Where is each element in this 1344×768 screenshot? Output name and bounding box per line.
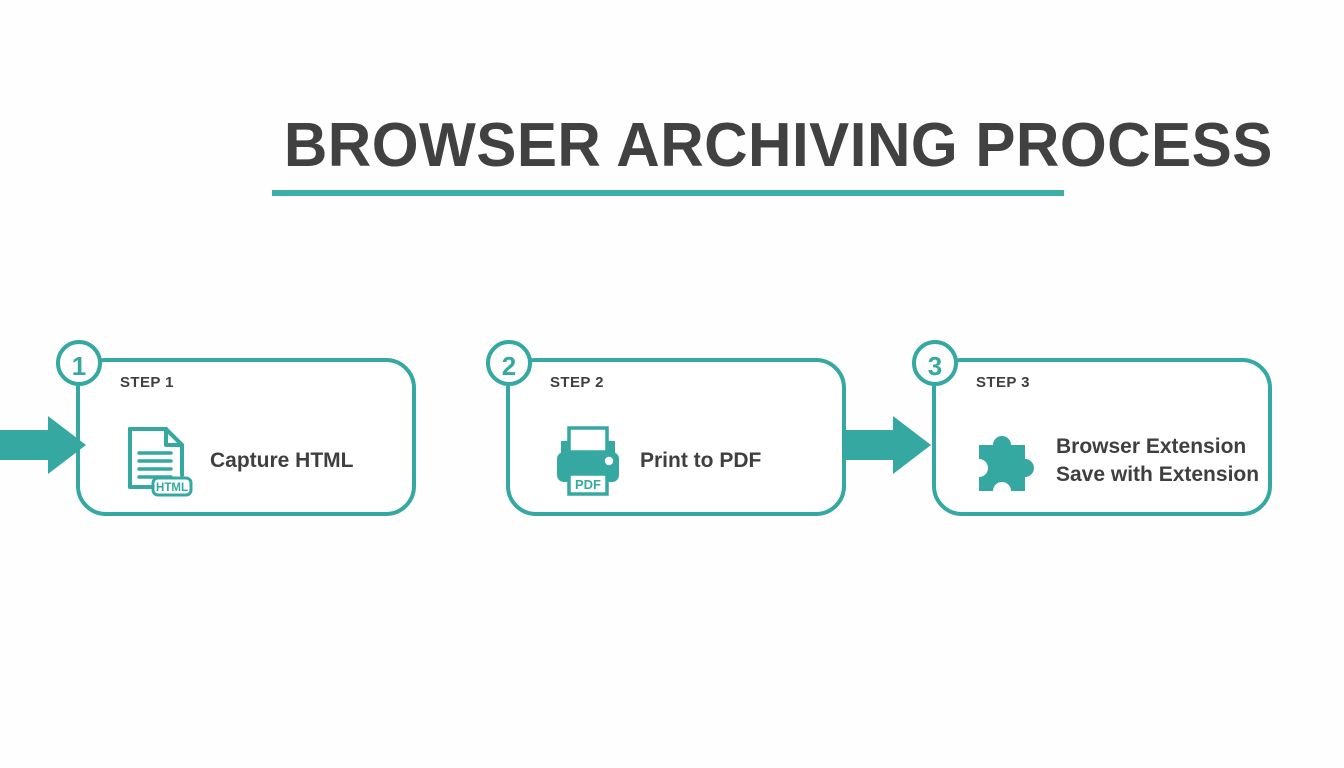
step-card-3[interactable]: 3 STEP 3 Browser Extension Save with Ext… (912, 340, 1272, 516)
step-number-badge-1: 1 (56, 340, 102, 386)
arrow-right-icon-2 (845, 414, 933, 476)
arrow-right-icon-1 (0, 414, 88, 476)
html-tag-text: HTML (156, 482, 188, 494)
step-card-3-body: Browser Extension Save with Extension (936, 406, 1268, 516)
page-title: BROWSER ARCHIVING PROCESS (283, 111, 1273, 180)
step-card-1-line-1: Capture HTML (210, 449, 354, 472)
step-card-1-text: Capture HTML (210, 447, 354, 475)
step-card-2-line-1: Print to PDF (640, 449, 762, 472)
puzzle-piece-icon (970, 424, 1044, 498)
process-steps: 1 STEP 1 HTML (0, 340, 1344, 526)
step-card-3-line-1: Browser Extension (1056, 435, 1247, 458)
printer-icon: PDF (552, 424, 626, 498)
html-document-icon: HTML (122, 424, 196, 498)
title-block: BROWSER ARCHIVING PROCESS (272, 111, 1273, 196)
step-card-2-body: PDF Print to PDF (510, 406, 842, 516)
step-card-3-line-2: Save with Extension (1056, 463, 1260, 486)
step-card-2-text: Print to PDF (640, 447, 761, 475)
pdf-tag-text: PDF (575, 477, 601, 492)
title-underline (272, 190, 1064, 196)
step-number-badge-3: 3 (912, 340, 958, 386)
step-label-2: STEP 2 (550, 374, 604, 391)
step-number-badge-2: 2 (486, 340, 532, 386)
step-card-3-text: Browser Extension Save with Extension (1056, 433, 1259, 489)
step-label-3: STEP 3 (976, 374, 1030, 391)
step-card-2[interactable]: 2 STEP 2 PDF Print to PDF (486, 340, 846, 516)
step-card-1-body: HTML Capture HTML (80, 406, 412, 516)
step-label-1: STEP 1 (120, 374, 174, 391)
step-card-1[interactable]: 1 STEP 1 HTML (56, 340, 416, 516)
